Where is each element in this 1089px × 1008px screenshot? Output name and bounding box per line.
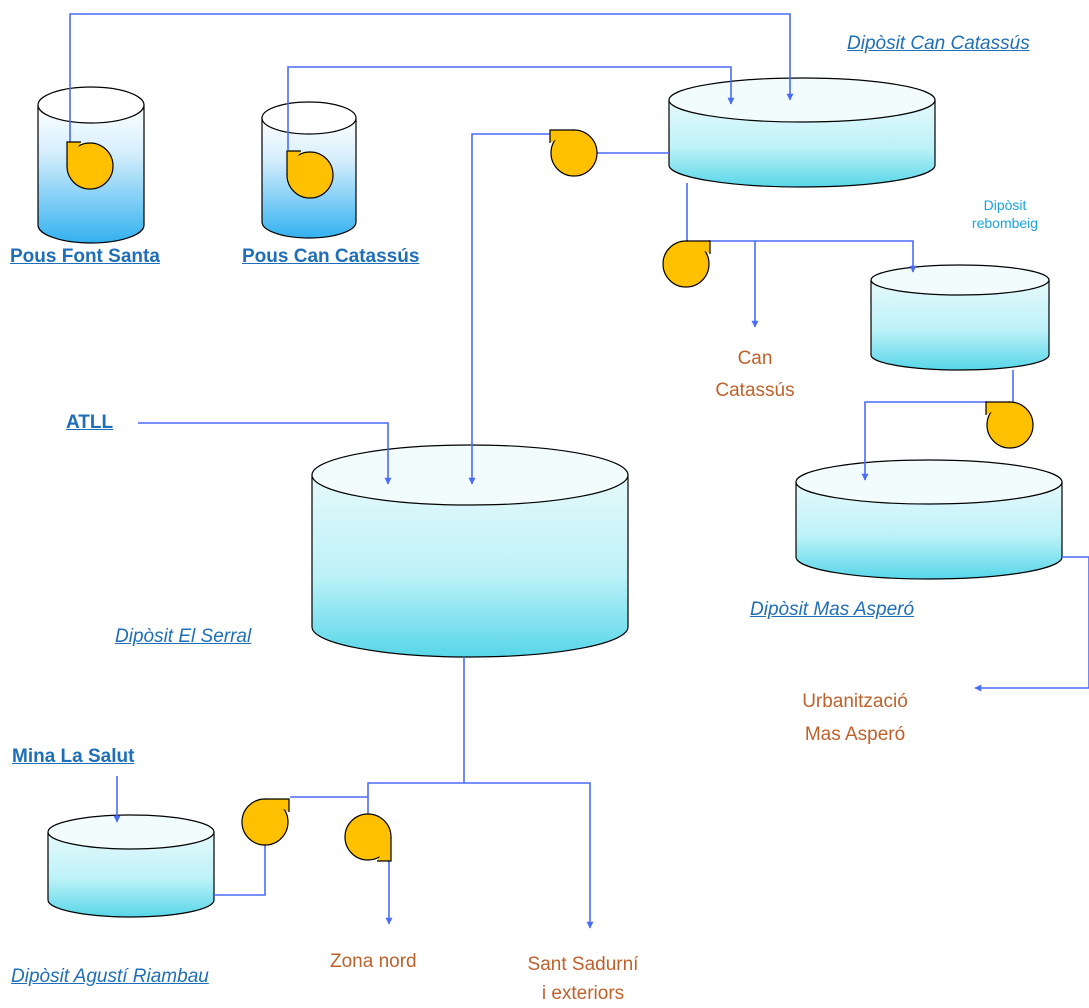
label-can-catassus-line2: Catassús [715, 380, 795, 401]
label-diposit-agusti-riambau[interactable]: Dipòsit Agustí Riambau [11, 966, 209, 987]
pump-riambau [241, 798, 290, 846]
pump-zona-nord [344, 813, 392, 862]
tank-agusti-riambau [47, 814, 215, 918]
label-urbanitzacio-line1: Urbanització [802, 691, 908, 712]
pipe-to-urbanitzacio [974, 556, 1089, 692]
tank-rebombeig [870, 264, 1050, 371]
tank-el-serral [311, 444, 629, 658]
label-diposit-rebombeig-line2: rebombeig [971, 215, 1039, 232]
label-can-catassus-destination: Can Catassús [700, 343, 810, 407]
pipe-pous-can-catassus [287, 66, 735, 150]
pump-rebombeig [985, 401, 1034, 449]
label-diposit-el-serral[interactable]: Dipòsit El Serral [115, 626, 252, 647]
label-zona-nord: Zona nord [330, 951, 417, 972]
pump-catassus-to-serral [549, 129, 598, 177]
label-diposit-rebombeig-line1: Dipòsit [983, 197, 1027, 213]
label-diposit-rebombeig: Dipòsit rebombeig [960, 196, 1050, 232]
pipe-atll [138, 422, 392, 485]
tank-can-catassus [668, 77, 936, 188]
label-sant-sadurni: Sant Sadurní i exteriors [508, 950, 658, 1008]
pipe-to-sant-sadurni [464, 782, 594, 929]
pipe-serral-to-pump [367, 782, 464, 822]
label-can-catassus-line1: Can [737, 348, 773, 369]
label-atll[interactable]: ATLL [66, 412, 114, 433]
label-mina-la-salut[interactable]: Mina La Salut [12, 746, 135, 767]
pipes [69, 13, 1089, 929]
label-diposit-can-catassus[interactable]: Dipòsit Can Catassús [847, 33, 1030, 54]
tank-mas-aspero [795, 459, 1063, 580]
label-sant-sadurni-line1: Sant Sadurní [527, 954, 639, 975]
pipe-riambau-to-pump [214, 845, 266, 896]
label-urbanitzacio-mas-aspero: Urbanització Mas Asperó [790, 685, 920, 751]
label-pous-can-catassus[interactable]: Pous Can Catassús [242, 246, 420, 267]
pipe-to-mas-aspero [861, 401, 987, 481]
pipe-to-can-catassus-dest [708, 240, 759, 328]
pipe-font-santa [69, 13, 794, 142]
pump-font-santa [66, 141, 114, 190]
label-pous-font-santa[interactable]: Pous Font Santa [10, 246, 160, 267]
pump-catassus-distribution [662, 240, 711, 288]
label-urbanitzacio-line2: Mas Asperó [804, 724, 906, 745]
pipe-to-rebombeig [755, 240, 917, 273]
pipe-serral-inlet-from-catassus [468, 133, 551, 485]
label-sant-sadurni-line2: i exteriors [541, 983, 625, 1004]
pump-can-catassus-well [286, 150, 334, 199]
label-diposit-mas-aspero[interactable]: Dipòsit Mas Asperó [750, 599, 915, 620]
